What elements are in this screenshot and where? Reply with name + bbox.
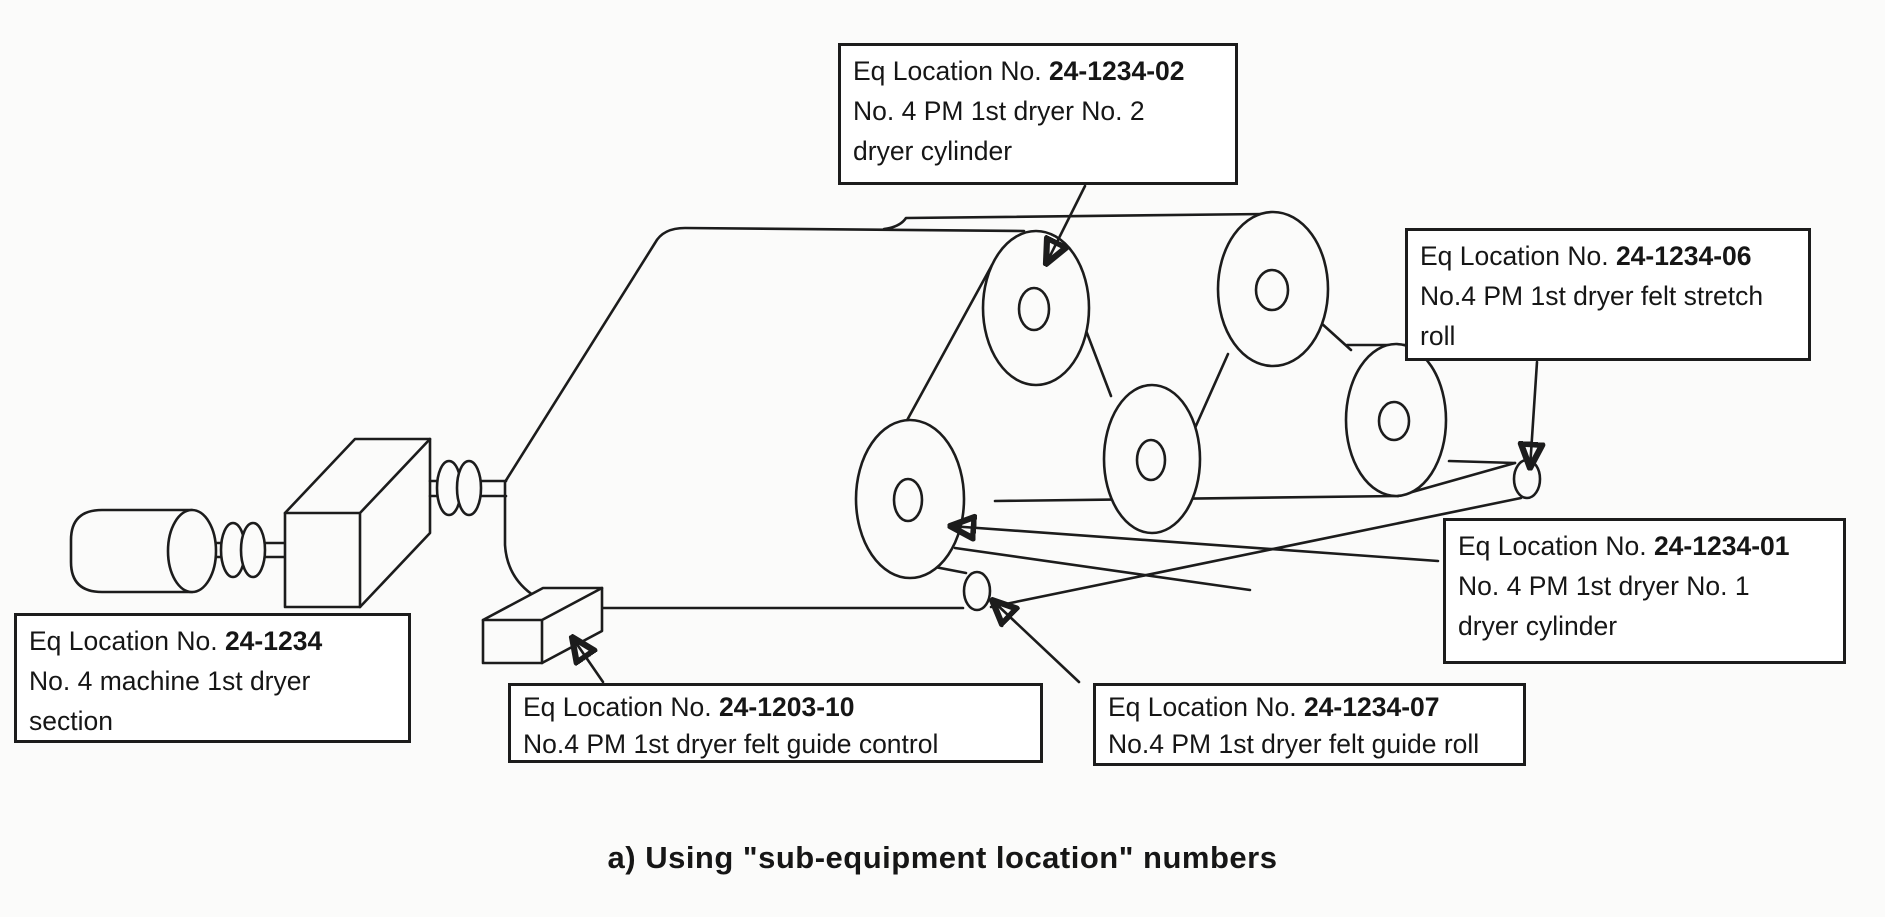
label-line-2: No.4 PM 1st dryer felt stretch (1420, 281, 1764, 311)
label-line-1: Eq Location No. 24-1234 (29, 626, 323, 656)
label-line-2: No.4 PM 1st dryer felt guide roll (1108, 729, 1480, 759)
label-box-dryer-section: Eq Location No. 24-1234 No. 4 machine 1s… (14, 613, 411, 743)
label-line-1: Eq Location No. 24-1234-02 (853, 56, 1185, 86)
motor-shaft-coupling-icon (214, 521, 289, 579)
label-line-2: No. 4 machine 1st dryer (29, 666, 311, 696)
leader-lines (572, 184, 1537, 684)
drive-motor-icon (69, 508, 218, 594)
label-box-dryer-cylinder-2: Eq Location No. 24-1234-02 No. 4 PM 1st … (838, 43, 1238, 185)
felt-roll-top-right-icon (1216, 210, 1330, 368)
label-line-3: roll (1420, 321, 1456, 351)
dryer-shaft-coupling-icon (428, 459, 508, 517)
leader-felt-guide-control (572, 637, 605, 684)
label-line-3: dryer cylinder (853, 136, 1013, 166)
label-box-dryer-cylinder-1: Eq Location No. 24-1234-01 No. 4 PM 1st … (1443, 518, 1846, 664)
leader-felt-stretch-roll (1530, 360, 1537, 468)
label-line-3: section (29, 706, 113, 736)
label-box-felt-stretch-roll: Eq Location No. 24-1234-06 No.4 PM 1st d… (1405, 228, 1811, 361)
gearbox-icon (283, 437, 432, 609)
label-line-1: Eq Location No. 24-1234-07 (1108, 692, 1440, 722)
felt-roll-middle-icon (1102, 383, 1202, 535)
label-box-felt-guide-control: Eq Location No. 24-1203-10 No.4 PM 1st d… (508, 683, 1043, 763)
figure-caption: a) Using "sub-equipment location" number… (607, 840, 1278, 875)
label-line-3: dryer cylinder (1458, 611, 1618, 641)
dryer-cylinder-2-icon (981, 229, 1091, 387)
label-line-2: No. 4 PM 1st dryer No. 2 (853, 96, 1145, 126)
felt-guide-control-icon (481, 586, 604, 665)
label-line-1: Eq Location No. 24-1203-10 (523, 692, 855, 722)
label-line-2: No. 4 PM 1st dryer No. 1 (1458, 571, 1750, 601)
leader-dryer-cylinder-1 (950, 526, 1440, 563)
leader-dryer-cylinder-2 (1046, 184, 1087, 264)
label-box-felt-guide-roll: Eq Location No. 24-1234-07 No.4 PM 1st d… (1093, 683, 1526, 766)
label-line-2: No.4 PM 1st dryer felt guide control (523, 729, 939, 759)
label-line-1: Eq Location No. 24-1234-06 (1420, 241, 1752, 271)
label-line-1: Eq Location No. 24-1234-01 (1458, 531, 1790, 561)
felt-guide-roll-icon (962, 570, 992, 612)
dryer-cylinder-1-icon (854, 418, 966, 580)
felt-roll-lower-right-icon (1344, 342, 1448, 498)
leader-felt-guide-roll (992, 600, 1081, 684)
